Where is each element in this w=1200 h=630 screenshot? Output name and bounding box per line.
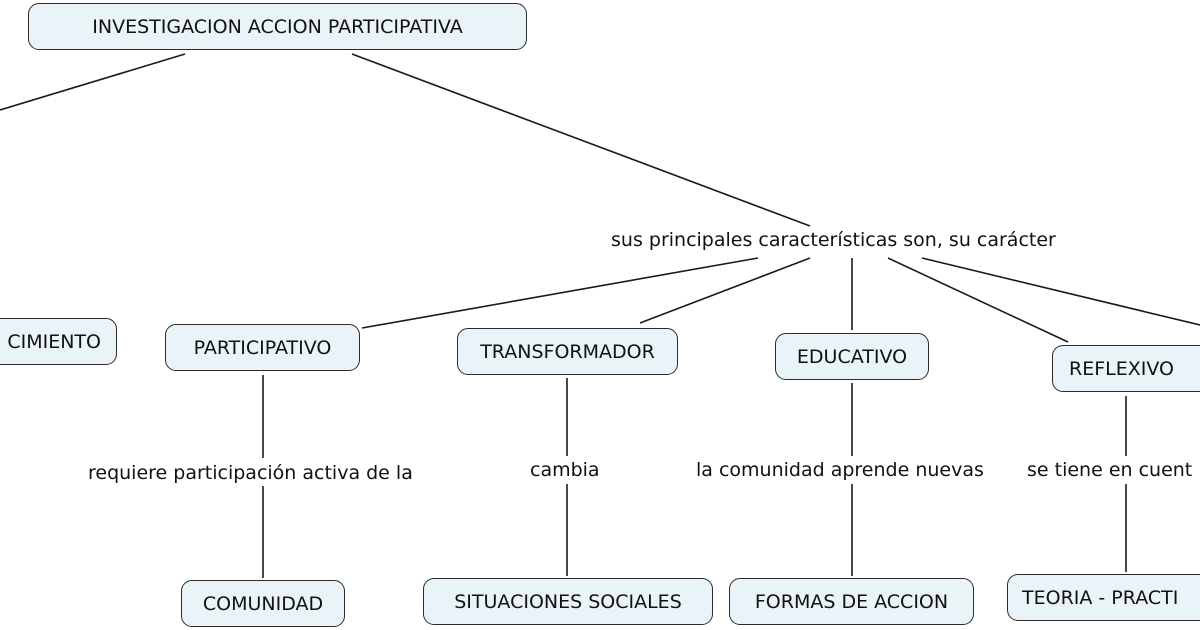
edge-root-left	[0, 53, 186, 111]
concept-educativo: EDUCATIVO	[775, 333, 929, 380]
root-concept: INVESTIGACION ACCION PARTICIPATIVA	[28, 3, 527, 50]
concept-comunidad: COMUNIDAD	[181, 580, 345, 627]
link-phrase-main: sus principales características son, su …	[611, 228, 1056, 252]
concept-teoria-practica: TEORIA - PRACTI	[1007, 574, 1200, 621]
concept-situaciones-sociales: SITUACIONES SOCIALES	[423, 578, 713, 625]
link-phrase-transformador: cambia	[530, 458, 600, 482]
link-phrase-participativo: requiere participación activa de la	[88, 461, 413, 485]
concept-conocimiento: CIMIENTO	[0, 318, 117, 365]
edge-link-right	[921, 257, 1200, 326]
concept-transformador: TRANSFORMADOR	[457, 328, 678, 375]
edge-link-transformador	[639, 257, 811, 324]
edge-link-reflexivo	[887, 257, 1069, 343]
link-phrase-educativo: la comunidad aprende nuevas	[696, 458, 984, 482]
edge-root-link	[351, 53, 811, 227]
edge-link-participativo	[361, 257, 759, 329]
concept-formas-de-accion: FORMAS DE ACCION	[729, 578, 974, 625]
concept-participativo: PARTICIPATIVO	[165, 324, 360, 371]
link-phrase-reflexivo: se tiene en cuent	[1027, 458, 1193, 482]
concept-reflexivo: REFLEXIVO	[1052, 345, 1200, 392]
